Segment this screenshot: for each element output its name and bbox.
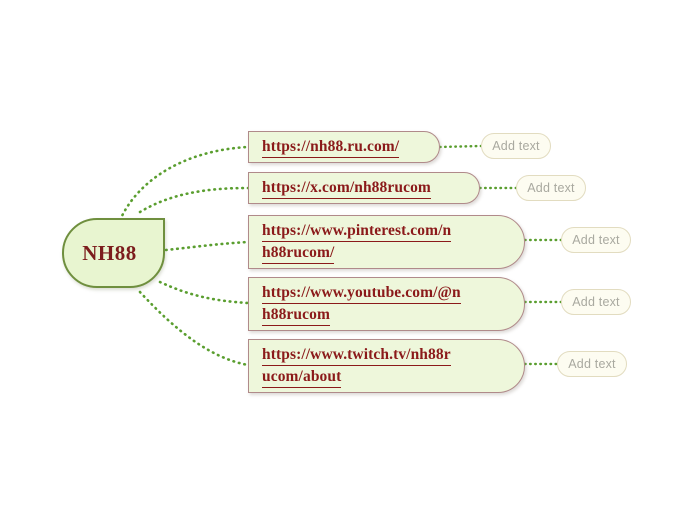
- url-node-x-com[interactable]: https://x.com/nh88rucom: [248, 172, 480, 204]
- add-text-label: Add text: [572, 295, 620, 309]
- branch-edge-3: [158, 280, 250, 305]
- add-text-label: Add text: [572, 233, 620, 247]
- url-line: https://www.twitch.tv/nh88r: [262, 344, 451, 366]
- url-line: ucom/about: [262, 366, 342, 388]
- add-text-node-youtube[interactable]: Add text: [561, 289, 631, 315]
- url-line: https://www.youtube.com/@n: [262, 282, 461, 304]
- url-line: https://www.pinterest.com/n: [262, 220, 452, 242]
- add-text-label: Add text: [527, 181, 575, 195]
- add-text-label: Add text: [492, 139, 540, 153]
- url-line: h88rucom/: [262, 242, 335, 264]
- branch-edge-1: [138, 186, 250, 214]
- connector-edge-nh88-ru: [438, 144, 483, 149]
- url-node-label: https://x.com/nh88rucom: [262, 177, 431, 199]
- url-node-nh88-ru[interactable]: https://nh88.ru.com/: [248, 131, 440, 163]
- url-node-label: https://nh88.ru.com/: [262, 136, 400, 158]
- branch-edge-0: [118, 145, 250, 222]
- root-node-nh88[interactable]: NH88: [62, 218, 165, 288]
- add-text-node-twitch[interactable]: Add text: [557, 351, 627, 377]
- url-line: https://nh88.ru.com/: [262, 136, 400, 158]
- add-text-node-pinterest[interactable]: Add text: [561, 227, 631, 253]
- branch-edge-4: [138, 290, 250, 367]
- add-text-node-x-com[interactable]: Add text: [516, 175, 586, 201]
- add-text-node-nh88-ru[interactable]: Add text: [481, 133, 551, 159]
- branch-edge-2: [164, 240, 250, 252]
- url-line: https://x.com/nh88rucom: [262, 177, 431, 199]
- url-line: h88rucom: [262, 304, 330, 326]
- root-node-label: NH88: [82, 240, 137, 265]
- add-text-label: Add text: [568, 357, 616, 371]
